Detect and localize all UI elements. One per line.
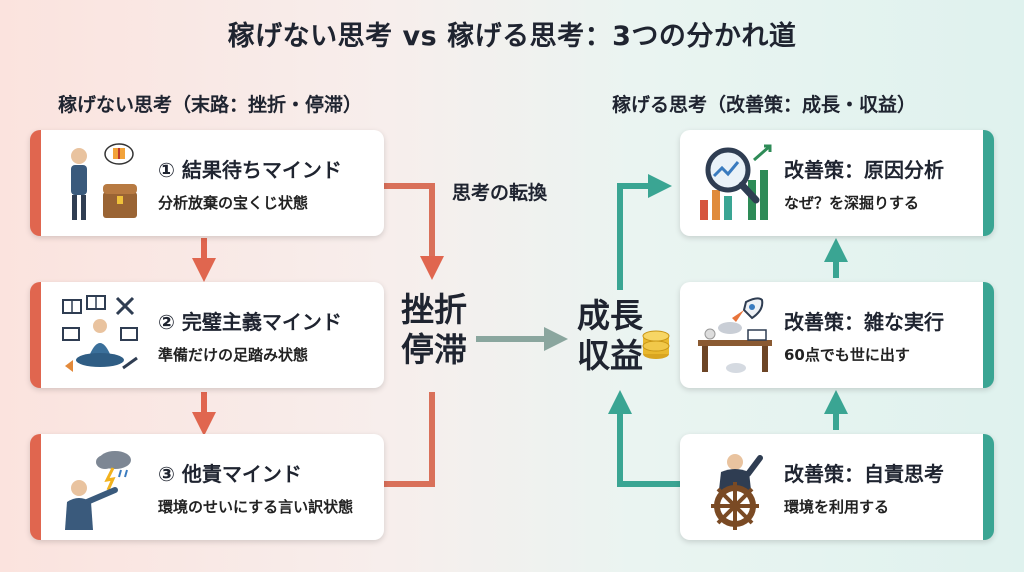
rocket-desk-icon [698,297,772,373]
connector-bottom-to-stall [384,392,435,487]
card-subtitle: 分析放棄の宝くじ状態 [158,194,309,212]
outcome-stagnation: 停滞 [401,329,467,369]
ship-wheel-captain-icon [711,454,763,530]
growth-outcome: 成長 収益 [570,296,650,375]
outcome-frustration: 挫折 [401,290,467,329]
outcome-profit: 収益 [577,335,643,375]
card-subtitle: 準備だけの足踏み状態 [158,346,309,364]
card-subtitle: 60点でも世に出す [784,346,910,364]
stall-outcome: 挫折 停滞 [394,290,474,369]
transition-label: 思考の転換 [452,182,548,204]
connector-growth-to-top [617,174,672,290]
card-subtitle: 環境を利用する [784,498,890,516]
waiting-person-treasure-icon [71,143,137,220]
page-title: 稼げない思考 vs 稼げる思考：3つの分かれ道 [227,21,797,52]
card-blaming-others: ③ 他責マインド 環境のせいにする言い訳状態 [30,434,384,540]
card-title: 改善策：自責思考 [784,462,944,486]
card-title: ② 完璧主義マインド [158,310,342,334]
card-root-cause-analysis: 改善策：原因分析 なぜ？を深掘りする [680,130,994,236]
left-section-heading: 稼げない思考（末路：挫折・停滞） [58,94,363,116]
pointing-person-storm-icon [65,451,131,530]
card-self-responsibility: 改善策：自責思考 環境を利用する [680,434,994,540]
card-title: ① 結果待ちマインド [158,158,342,182]
card-rough-execution: 改善策：雑な実行 60点でも世に出す [680,282,994,388]
connector-top-to-stall [384,183,444,280]
outcome-growth: 成長 [577,296,643,335]
magnifier-chart-icon [700,144,772,220]
card-subtitle: 環境のせいにする言い訳状態 [158,498,354,516]
connector-bottom-to-growth [608,390,680,487]
meditating-person-books-icon [62,295,138,372]
right-section-heading: 稼げる思考（改善策：成長・収益） [612,94,917,116]
card-title: 改善策：雑な実行 [784,310,944,334]
card-result-waiting: ① 結果待ちマインド 分析放棄の宝くじ状態 [30,130,384,236]
card-title: ③ 他責マインド [158,462,302,486]
gold-coins-icon [642,330,670,359]
card-subtitle: なぜ？を深掘りする [784,194,920,212]
card-title: 改善策：原因分析 [784,158,944,182]
card-perfectionism: ② 完璧主義マインド 準備だけの足踏み状態 [30,282,384,388]
